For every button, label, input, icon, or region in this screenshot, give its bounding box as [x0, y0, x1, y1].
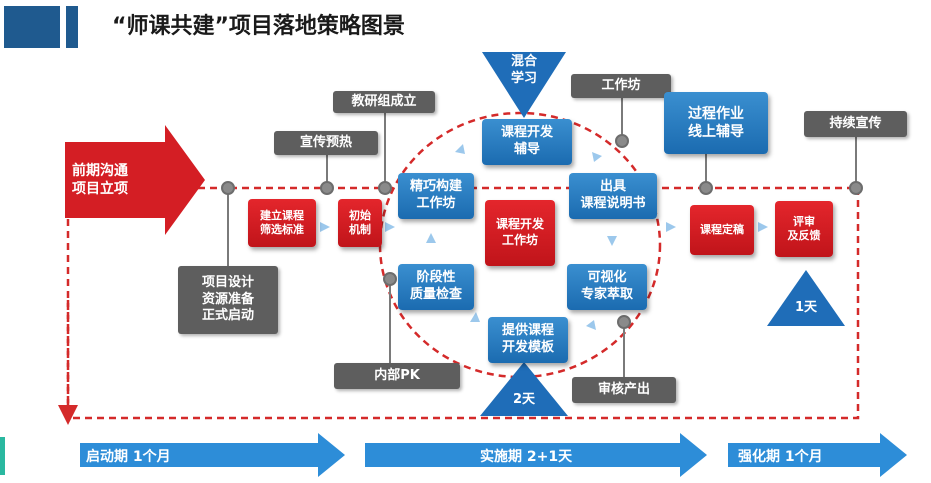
start-label-line1: 前期沟通: [72, 163, 128, 179]
phase-label-shishi: 实施期 2+1天: [480, 449, 573, 465]
top-triangle: [482, 52, 566, 118]
step-guocheng: 过程作业 线上辅导: [664, 92, 768, 154]
connector-dot: [849, 181, 863, 195]
step-chushi-line2: 机制: [349, 223, 371, 236]
callout-gongzuofang: 工作坊: [571, 74, 671, 98]
start-label-line2: 项目立项: [72, 181, 128, 198]
step-jianli: 建立课程 筛选标准: [248, 199, 316, 247]
step-chuju: 出具 课程说明书: [569, 173, 657, 219]
step-center-line2: 工作坊: [501, 233, 538, 247]
callout-jiaoyanzu: 教研组成立: [333, 91, 435, 113]
connector-dot: [320, 181, 334, 195]
step-fudao-line1: 课程开发: [500, 125, 553, 141]
step-chushi: 初始 机制: [338, 199, 382, 247]
step-jingqiao: 精巧构建 工作坊: [398, 173, 474, 219]
triangle-1day: [767, 270, 845, 326]
step-pingshen-line2: 及反馈: [787, 229, 821, 242]
top-triangle-line2: 学习: [510, 70, 537, 86]
step-jieduan-line1: 阶段性: [416, 270, 456, 286]
step-chuju-line2: 课程说明书: [580, 196, 646, 211]
label-1day: 1天: [794, 300, 818, 315]
page-title: “师课共建”项目落地策略图景: [112, 14, 405, 39]
start-label: 前期沟通 项目立项: [72, 162, 162, 198]
callout-neibu-pk: 内部PK: [334, 363, 460, 389]
top-triangle-line1: 混合: [510, 54, 537, 69]
callout-xuanchuan: 宣传预热: [274, 131, 378, 155]
step-chushi-line1: 初始: [349, 208, 371, 222]
callout-xiangmu-line3: 正式启动: [201, 308, 254, 324]
connector-dot: [699, 181, 713, 195]
step-jianli-line1: 建立课程: [260, 208, 304, 222]
callout-shenhe: 审核产出: [572, 377, 676, 403]
step-keshi: 可视化 专家萃取: [567, 264, 647, 310]
phase-label-qianghua: 强化期 1个月: [738, 449, 823, 465]
connector-dot: [378, 181, 392, 195]
dashed-circle: [378, 111, 662, 379]
step-fudao: 课程开发 辅导: [482, 119, 572, 165]
callout-xiangmu-line2: 资源准备: [201, 291, 254, 307]
step-keshi-line1: 可视化: [587, 270, 627, 286]
step-center-workshop: 课程开发 工作坊: [485, 200, 555, 266]
step-jingqiao-line2: 工作坊: [416, 196, 456, 211]
connector-dot: [383, 272, 397, 286]
connector-dot: [615, 134, 629, 148]
phase-label-qidong: 启动期 1个月: [86, 449, 171, 465]
callout-chixu: 持续宣传: [804, 111, 907, 137]
step-fudao-line2: 辅导: [513, 142, 540, 157]
step-pingshen-line1: 评审: [793, 214, 815, 228]
step-chuju-line1: 出具: [599, 179, 626, 195]
header-block: [4, 6, 60, 48]
step-keshi-line2: 专家萃取: [580, 287, 633, 302]
callout-xiangmu: 项目设计 资源准备 正式启动: [178, 266, 278, 334]
step-jieduan-line2: 质量检查: [409, 287, 462, 302]
step-pingshen: 评审 及反馈: [775, 201, 833, 257]
triangle-2days: [480, 362, 568, 416]
step-tigong-line1: 提供课程: [501, 323, 554, 339]
step-jingqiao-line1: 精巧构建: [409, 179, 462, 195]
start-arrow: [65, 125, 205, 235]
step-jieduan: 阶段性 质量检查: [398, 264, 474, 310]
top-triangle-label: 混合 学习: [500, 54, 548, 88]
step-guocheng-line1: 过程作业: [688, 105, 744, 122]
callout-xiangmu-line1: 项目设计: [201, 274, 254, 290]
header-block-small: [66, 6, 78, 48]
step-center-line1: 课程开发: [495, 217, 544, 232]
connector-dot: [221, 181, 235, 195]
connector-dot: [617, 315, 631, 329]
phase-arrow-2: [365, 433, 707, 477]
step-jianli-line2: 筛选标准: [260, 223, 304, 236]
step-guocheng-line2: 线上辅导: [688, 124, 744, 140]
side-marker: [0, 437, 5, 475]
step-dinggao: 课程定稿: [690, 205, 754, 255]
phase-arrow-3: [728, 433, 907, 477]
step-tigong-line2: 开发模板: [501, 340, 554, 355]
step-tigong: 提供课程 开发模板: [488, 317, 568, 363]
label-2days: 2天: [512, 392, 536, 407]
phase-arrow-1: [80, 433, 345, 477]
